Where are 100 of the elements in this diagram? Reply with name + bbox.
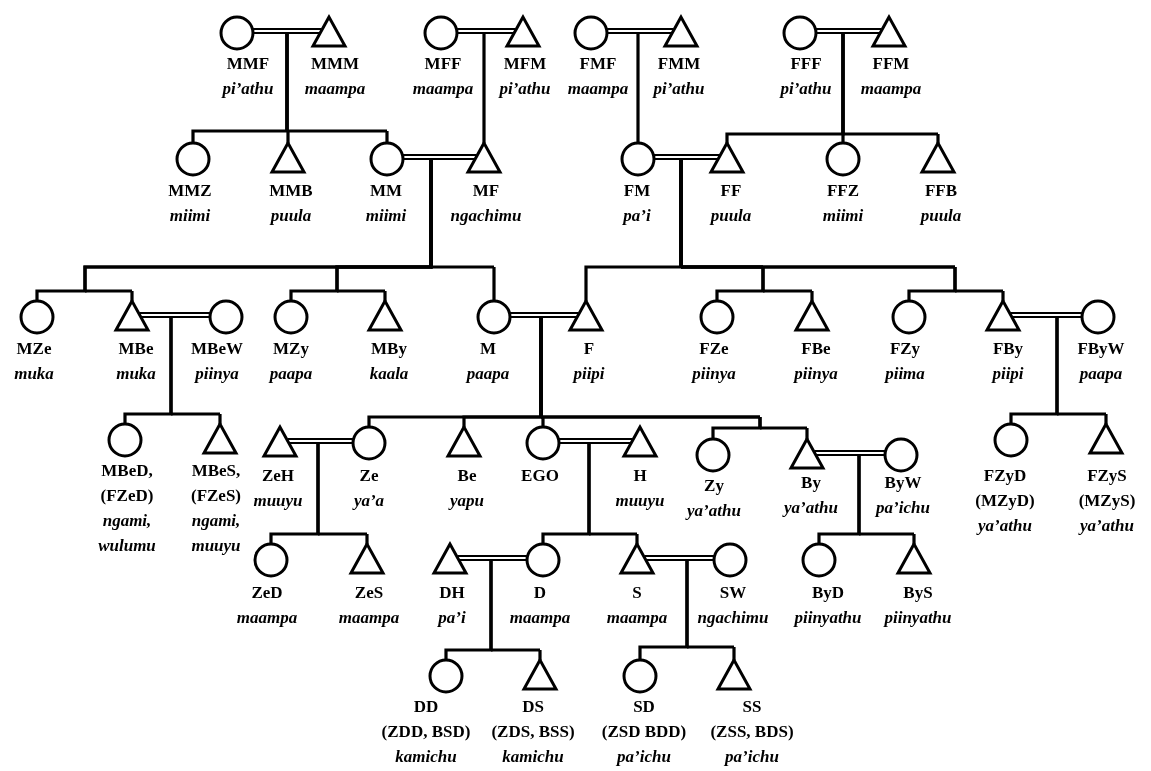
kinship-term: piinya [794, 363, 838, 385]
kinship-term: ngami, muuyu [190, 510, 242, 557]
kinship-term: miimi [169, 205, 211, 227]
relation-code: By [801, 472, 821, 494]
relation-code: SD [633, 696, 655, 718]
kinship-term: ya’athu [1080, 515, 1134, 537]
descent-line [318, 442, 369, 545]
circle-symbol [825, 141, 861, 177]
relation-code: (ZSS, BDS) [710, 721, 794, 743]
circle-symbol [208, 299, 244, 335]
kinship-term: miimi [822, 205, 864, 227]
relation-code: (MZyD) [975, 490, 1035, 512]
kinship-term: puula [710, 205, 752, 227]
relation-code: MMF [226, 53, 270, 75]
relation-code: MBy [371, 338, 407, 360]
kinship-term: pi’athu [222, 78, 274, 100]
relation-code: ZeH [261, 465, 295, 487]
relation-code: (ZDS, BSS) [491, 721, 575, 743]
kinship-term: ya’a [353, 490, 385, 512]
kinship-term: pa’ichu [725, 746, 779, 768]
marriage-line [605, 28, 675, 34]
descent-line [859, 454, 916, 545]
relation-code: F [583, 338, 595, 360]
kinship-term: ngachimu [450, 205, 522, 227]
triangle-symbol [349, 542, 385, 578]
kinship-term: pi’athu [653, 78, 705, 100]
triangle-symbol [709, 141, 745, 177]
relation-code: D [533, 582, 547, 604]
relation-code: (ZDD, BSD) [381, 721, 471, 743]
relation-code: FBy [992, 338, 1024, 360]
relation-code: FBe [801, 338, 831, 360]
relation-code: Ze [359, 465, 379, 487]
relation-code: DD [413, 696, 439, 718]
triangle-symbol [311, 15, 347, 51]
triangle-symbol [262, 425, 298, 461]
triangle-symbol [270, 141, 306, 177]
kinship-term: pa’ichu [876, 497, 930, 519]
circle-symbol [476, 299, 512, 335]
kinship-term: yapu [450, 490, 484, 512]
kinship-term: maampa [860, 78, 922, 100]
relation-code: (ZSD BDD) [601, 721, 687, 743]
relation-code: FZyD [983, 465, 1027, 487]
circle-symbol [219, 15, 255, 51]
kinship-term: paapa [466, 363, 510, 385]
triangle-symbol [522, 658, 558, 694]
relation-code: Zy [704, 475, 724, 497]
circle-symbol [525, 542, 561, 578]
kinship-term: maampa [338, 607, 400, 629]
kinship-term: muuyu [253, 490, 303, 512]
kinship-term: kamichu [395, 746, 457, 768]
kinship-term: maampa [412, 78, 474, 100]
triangle-symbol [114, 299, 150, 335]
triangle-symbol [622, 425, 658, 461]
kinship-term: maampa [304, 78, 366, 100]
circle-symbol [369, 141, 405, 177]
relation-code: SW [719, 582, 747, 604]
marriage-line [814, 28, 883, 34]
triangle-symbol [619, 542, 655, 578]
kinship-term: piipi [573, 363, 605, 385]
circle-symbol [107, 422, 143, 458]
relation-code: FByW [1077, 338, 1125, 360]
circle-symbol [712, 542, 748, 578]
relation-code: MBeS, [191, 460, 241, 482]
circle-symbol [622, 658, 658, 694]
relation-code: H [633, 465, 647, 487]
triangle-symbol [202, 422, 238, 458]
kinship-term: muka [14, 363, 54, 385]
relation-code: FF [720, 180, 742, 202]
relation-code: MFM [503, 53, 547, 75]
relation-code: MMZ [168, 180, 212, 202]
kinship-term: piinyathu [884, 607, 952, 629]
relation-code: MBeD, [101, 460, 153, 482]
kinship-term: miimi [365, 205, 407, 227]
kinship-term: ya’athu [978, 515, 1032, 537]
descent-line [843, 32, 940, 144]
kinship-term: puula [920, 205, 962, 227]
relation-code: MM [369, 180, 403, 202]
circle-symbol [883, 437, 919, 473]
relation-code: MZy [273, 338, 309, 360]
relation-code: (FZeD) [100, 485, 154, 507]
kinship-term: pa’i [623, 205, 651, 227]
kinship-term: kaala [369, 363, 409, 385]
kinship-term: maampa [236, 607, 298, 629]
relation-code: FFB [924, 180, 958, 202]
kinship-term: puula [270, 205, 312, 227]
kinship-term: maampa [509, 607, 571, 629]
kinship-term: pa’i [438, 607, 466, 629]
relation-code: MMB [269, 180, 313, 202]
kinship-term: ngami, wulumu [97, 510, 157, 557]
circle-symbol [620, 141, 656, 177]
marriage-line [508, 312, 580, 318]
triangle-symbol [663, 15, 699, 51]
circle-symbol [351, 425, 387, 461]
kinship-term: maampa [567, 78, 629, 100]
marriage-line [455, 28, 517, 34]
marriage-line [401, 154, 478, 160]
relation-code: ByD [811, 582, 845, 604]
circle-symbol [423, 15, 459, 51]
triangle-symbol [789, 437, 825, 473]
kinship-term: pi’athu [780, 78, 832, 100]
